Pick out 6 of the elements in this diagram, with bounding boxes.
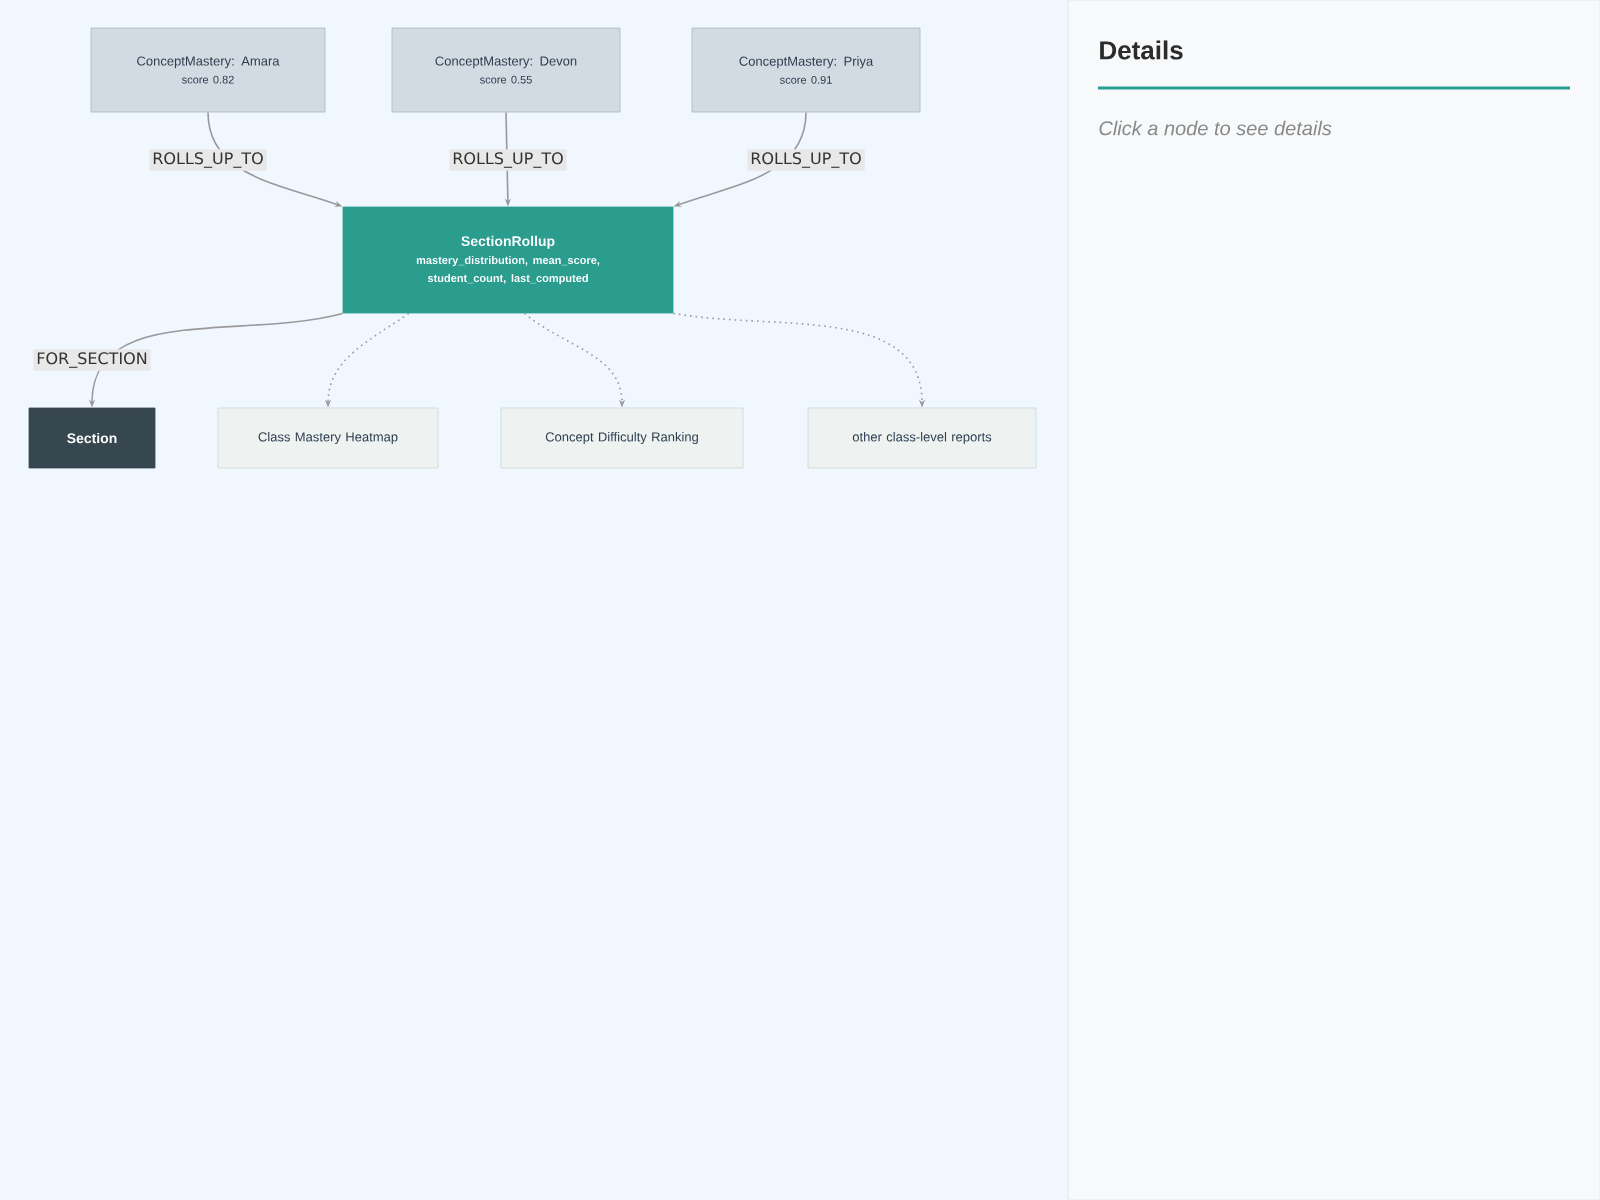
edge-label: FOR_SECTION bbox=[33, 349, 151, 371]
panel-hint: Click a node to see details bbox=[1099, 120, 1332, 136]
edge-label: ROLLS_UP_TO bbox=[747, 149, 865, 171]
edge-label: ROLLS_UP_TO bbox=[149, 149, 267, 171]
panel-heading: Details bbox=[1100, 40, 1183, 60]
edge-label: ROLLS_UP_TO bbox=[449, 149, 567, 171]
